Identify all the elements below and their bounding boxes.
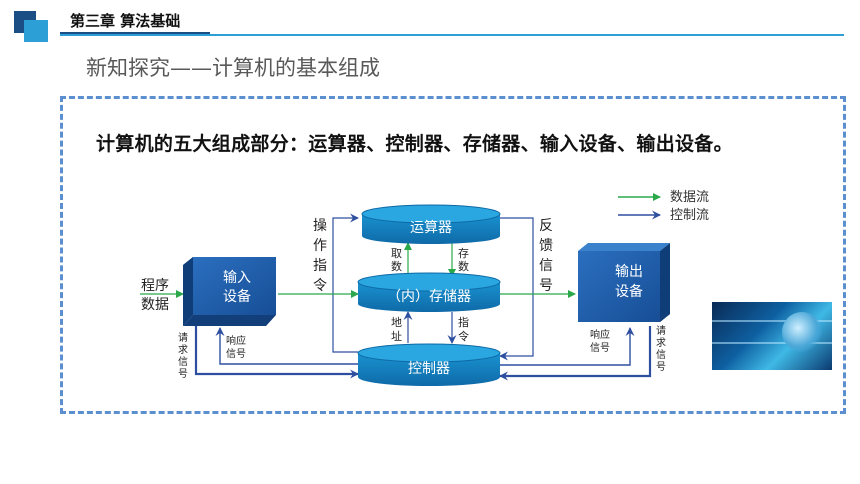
- memory-cylinder: （内）存储器: [357, 272, 501, 312]
- header-divider: [60, 34, 844, 36]
- content-frame: [60, 96, 846, 414]
- output-label-line1: 输出: [615, 264, 643, 280]
- legend-control-flow-label: 控制流: [670, 208, 709, 223]
- output-response-arrow: [500, 327, 635, 366]
- request-right-char-1: 请: [656, 324, 666, 337]
- header-accent-line: [60, 32, 210, 34]
- program-data-label-2: 数据: [141, 297, 169, 313]
- legend: 数据流 控制流: [618, 190, 709, 223]
- address-char-2: 址: [391, 329, 402, 343]
- feedback-signal-char-4: 号: [539, 278, 553, 294]
- response-right-line1: 响应: [590, 328, 610, 341]
- request-right-char-4: 号: [656, 361, 666, 373]
- memory-label: （内）存储器: [387, 289, 471, 305]
- input-label-line1: 输入: [223, 270, 251, 286]
- request-left-char-4: 号: [178, 368, 188, 380]
- response-right-line2: 信号: [590, 342, 610, 354]
- output-label-line2: 设备: [615, 283, 643, 300]
- slide-subtitle: 新知探究——计算机的基本组成: [86, 56, 380, 80]
- store-data-char-1: 存: [458, 246, 469, 260]
- input-device-box: 输入 设备: [183, 257, 276, 326]
- operation-command-arrow: [332, 213, 359, 353]
- store-data-char-2: 数: [458, 260, 469, 273]
- request-left-char-2: 求: [178, 344, 188, 356]
- request-left-char-3: 信: [178, 356, 188, 368]
- operation-command-char-1: 操: [313, 218, 327, 234]
- instruction-char-1: 指: [458, 315, 469, 329]
- output-device-box: 输出 设备: [578, 243, 670, 322]
- operation-command-char-4: 令: [313, 278, 327, 294]
- request-right-char-3: 信: [656, 349, 666, 361]
- chapter-title: 第三章 算法基础: [70, 12, 181, 30]
- input-request-arrow: [194, 325, 359, 379]
- response-left-line2: 信号: [226, 348, 246, 360]
- data-flow-lines: [140, 242, 576, 298]
- operation-command-char-2: 作: [313, 238, 327, 254]
- image-orb: [782, 312, 822, 352]
- output-request-arrow: [499, 326, 652, 381]
- request-left-char-1: 请: [178, 331, 188, 344]
- controller-label: 控制器: [408, 361, 450, 377]
- request-right-char-2: 求: [656, 337, 666, 349]
- tech-orb-image: [712, 302, 832, 370]
- logo-square-light: [24, 20, 48, 42]
- feedback-signal-arrow: [499, 217, 534, 361]
- program-data-label-1: 程序: [141, 278, 169, 294]
- response-left-line1: 响应: [226, 334, 246, 347]
- address-char-1: 地: [391, 316, 402, 329]
- legend-data-flow-label: 数据流: [670, 190, 709, 205]
- input-response-arrow: [215, 327, 358, 365]
- control-flow-lines: [194, 213, 652, 381]
- alu-label: 运算器: [410, 220, 452, 236]
- fetch-data-char-1: 取: [391, 247, 402, 260]
- input-label-line2: 设备: [223, 288, 251, 305]
- controller-cylinder: 控制器: [357, 343, 501, 386]
- feedback-signal-char-1: 反: [539, 218, 553, 234]
- operation-command-char-3: 指: [313, 258, 327, 274]
- instruction-char-2: 令: [458, 329, 469, 343]
- feedback-signal-char-2: 馈: [539, 238, 553, 254]
- five-components-statement: 计算机的五大组成部分：运算器、控制器、存储器、输入设备、输出设备。: [96, 133, 733, 155]
- alu-cylinder: 运算器: [361, 204, 501, 244]
- fetch-data-char-2: 数: [391, 260, 402, 273]
- image-stripe: [712, 320, 832, 322]
- feedback-signal-char-3: 信: [539, 258, 553, 274]
- image-stripe: [712, 342, 832, 344]
